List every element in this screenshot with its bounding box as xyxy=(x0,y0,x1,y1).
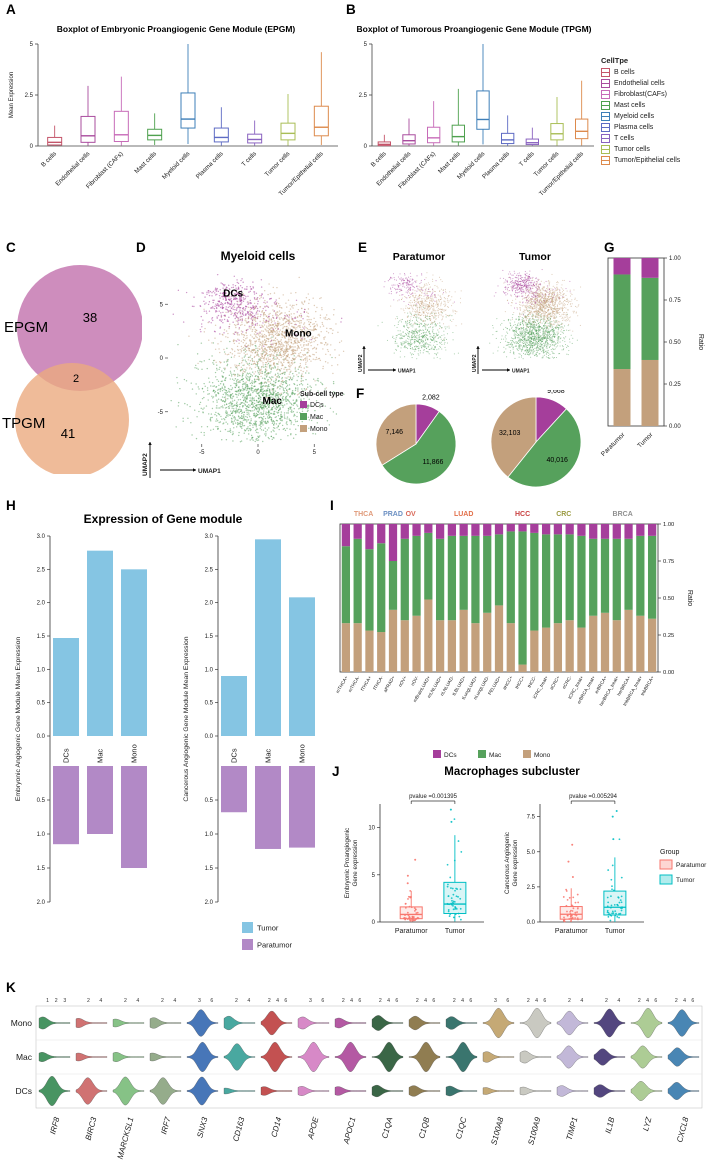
svg-text:0: 0 xyxy=(30,144,34,150)
boxplot-key-icon xyxy=(601,90,610,99)
svg-text:0: 0 xyxy=(364,144,368,150)
panel-a-title: Boxplot of Embryonic Proangiogenic Gene … xyxy=(56,24,296,34)
venn-diagram: EPGM TPGM 38 2 41 xyxy=(2,265,142,474)
svg-text:T cells: T cells xyxy=(518,150,536,168)
boxplot-key-icon xyxy=(601,156,610,165)
legend-item-label: T cells xyxy=(614,135,635,142)
panel-k-label: K xyxy=(6,980,16,995)
boxplot-key-icon xyxy=(601,79,610,88)
svg-text:Endothelial cells: Endothelial cells xyxy=(54,150,91,187)
panel-g-label: G xyxy=(604,240,615,255)
svg-text:T cells: T cells xyxy=(240,150,258,168)
svg-text:DCs: DCs xyxy=(310,402,324,409)
svg-text:2: 2 xyxy=(73,373,79,385)
legend-item: Myeloid cells xyxy=(601,112,680,121)
legend-item-label: Mast cells xyxy=(614,102,646,109)
gene-module-mirror-bar-chart: 0.00.51.01.52.02.53.00.51.01.52.0Embryon… xyxy=(15,534,315,950)
boxplot-key-icon xyxy=(601,68,610,77)
svg-text:5: 5 xyxy=(364,42,368,48)
svg-text:2.5: 2.5 xyxy=(25,93,34,99)
legend-item-label: Myeloid cells xyxy=(614,113,655,120)
svg-text:-5: -5 xyxy=(158,410,164,416)
svg-text:UMAP1: UMAP1 xyxy=(198,468,221,475)
svg-text:Mast cells: Mast cells xyxy=(133,150,158,175)
svg-text:Tumor cells: Tumor cells xyxy=(264,150,292,178)
svg-text:Myeloid cells: Myeloid cells xyxy=(161,150,191,180)
svg-text:5: 5 xyxy=(160,302,164,308)
svg-text:UMAP2: UMAP2 xyxy=(142,453,149,476)
boxplot-key-icon xyxy=(601,134,610,143)
svg-text:Tumor/Epithelial cells: Tumor/Epithelial cells xyxy=(538,150,585,197)
svg-text:Paratumor: Paratumor xyxy=(393,251,446,263)
svg-text:0: 0 xyxy=(256,450,260,456)
svg-text:-5: -5 xyxy=(199,450,205,456)
legend-item-label: Plasma cells xyxy=(614,124,654,131)
boxplot-key-icon xyxy=(601,101,610,110)
svg-text:Mac: Mac xyxy=(310,414,324,421)
boxplot-key-icon xyxy=(601,123,610,132)
legend-item: Endothelial cells xyxy=(601,79,680,88)
svg-text:B cells: B cells xyxy=(370,150,388,168)
svg-text:Myeloid cells: Myeloid cells xyxy=(221,249,296,263)
boxplot-key-icon xyxy=(601,145,610,154)
svg-text:Mono: Mono xyxy=(310,426,328,433)
svg-text:Mean Expression: Mean Expression xyxy=(9,72,15,118)
svg-text:2.5: 2.5 xyxy=(359,93,368,99)
svg-text:DCs: DCs xyxy=(223,289,243,300)
legend-item: Mast cells xyxy=(601,101,680,110)
svg-text:UMAP1: UMAP1 xyxy=(398,369,416,375)
panel-h-label: H xyxy=(6,498,16,513)
panel-e-label: E xyxy=(358,240,368,255)
legend-item: B cells xyxy=(601,68,680,77)
svg-text:Mac: Mac xyxy=(263,396,283,407)
legend-item-label: Tumor cells xyxy=(614,146,650,153)
svg-text:5: 5 xyxy=(313,450,317,456)
svg-text:5: 5 xyxy=(30,42,34,48)
svg-text:Sub-cell type: Sub-cell type xyxy=(300,391,344,398)
legend-item-label: B cells xyxy=(614,69,635,76)
svg-text:Tumor: Tumor xyxy=(519,251,551,263)
legend-item: Tumor/Epithelial cells xyxy=(601,156,680,165)
panel-j-label: J xyxy=(332,764,340,779)
svg-text:B cells: B cells xyxy=(40,150,58,168)
legend-item-label: Endothelial cells xyxy=(614,80,665,87)
panel-b-title: Boxplot of Tumorous Proangiogenic Gene M… xyxy=(356,24,592,34)
boxplot-key-icon xyxy=(601,112,610,121)
svg-text:EPGM: EPGM xyxy=(4,319,48,336)
panel-i-label: I xyxy=(330,498,334,513)
svg-text:0: 0 xyxy=(160,356,164,362)
svg-text:Fibroblast (CAFs): Fibroblast (CAFs) xyxy=(85,150,125,190)
panel-h-title: Expression of Gene module xyxy=(83,512,243,526)
panel-c-label: C xyxy=(6,240,16,255)
panel-d-label: D xyxy=(136,240,146,255)
panel-j-title: Macrophages subcluster xyxy=(444,766,580,778)
svg-text:38: 38 xyxy=(83,310,97,325)
legend-item-label: Fibroblast(CAFs) xyxy=(614,91,667,98)
svg-text:Plasma cells: Plasma cells xyxy=(195,150,225,180)
legend-item-label: Tumor/Epithelial cells xyxy=(614,157,681,164)
panel-a-label: A xyxy=(6,2,16,17)
panel-f-label: F xyxy=(356,386,365,401)
panel-b-label: B xyxy=(346,2,356,17)
svg-text:Mast cells: Mast cells xyxy=(437,150,462,175)
legend-item: Plasma cells xyxy=(601,123,680,132)
legend-item: T cells xyxy=(601,134,680,143)
svg-text:UMAP2: UMAP2 xyxy=(358,354,364,372)
svg-text:TPGM: TPGM xyxy=(2,415,45,432)
svg-text:41: 41 xyxy=(61,426,75,441)
legend-item: Fibroblast(CAFs) xyxy=(601,90,680,99)
cell-type-legend-title: CellTpe xyxy=(601,56,629,65)
legend-item: Tumor cells xyxy=(601,145,680,154)
svg-text:Mono: Mono xyxy=(285,329,312,340)
